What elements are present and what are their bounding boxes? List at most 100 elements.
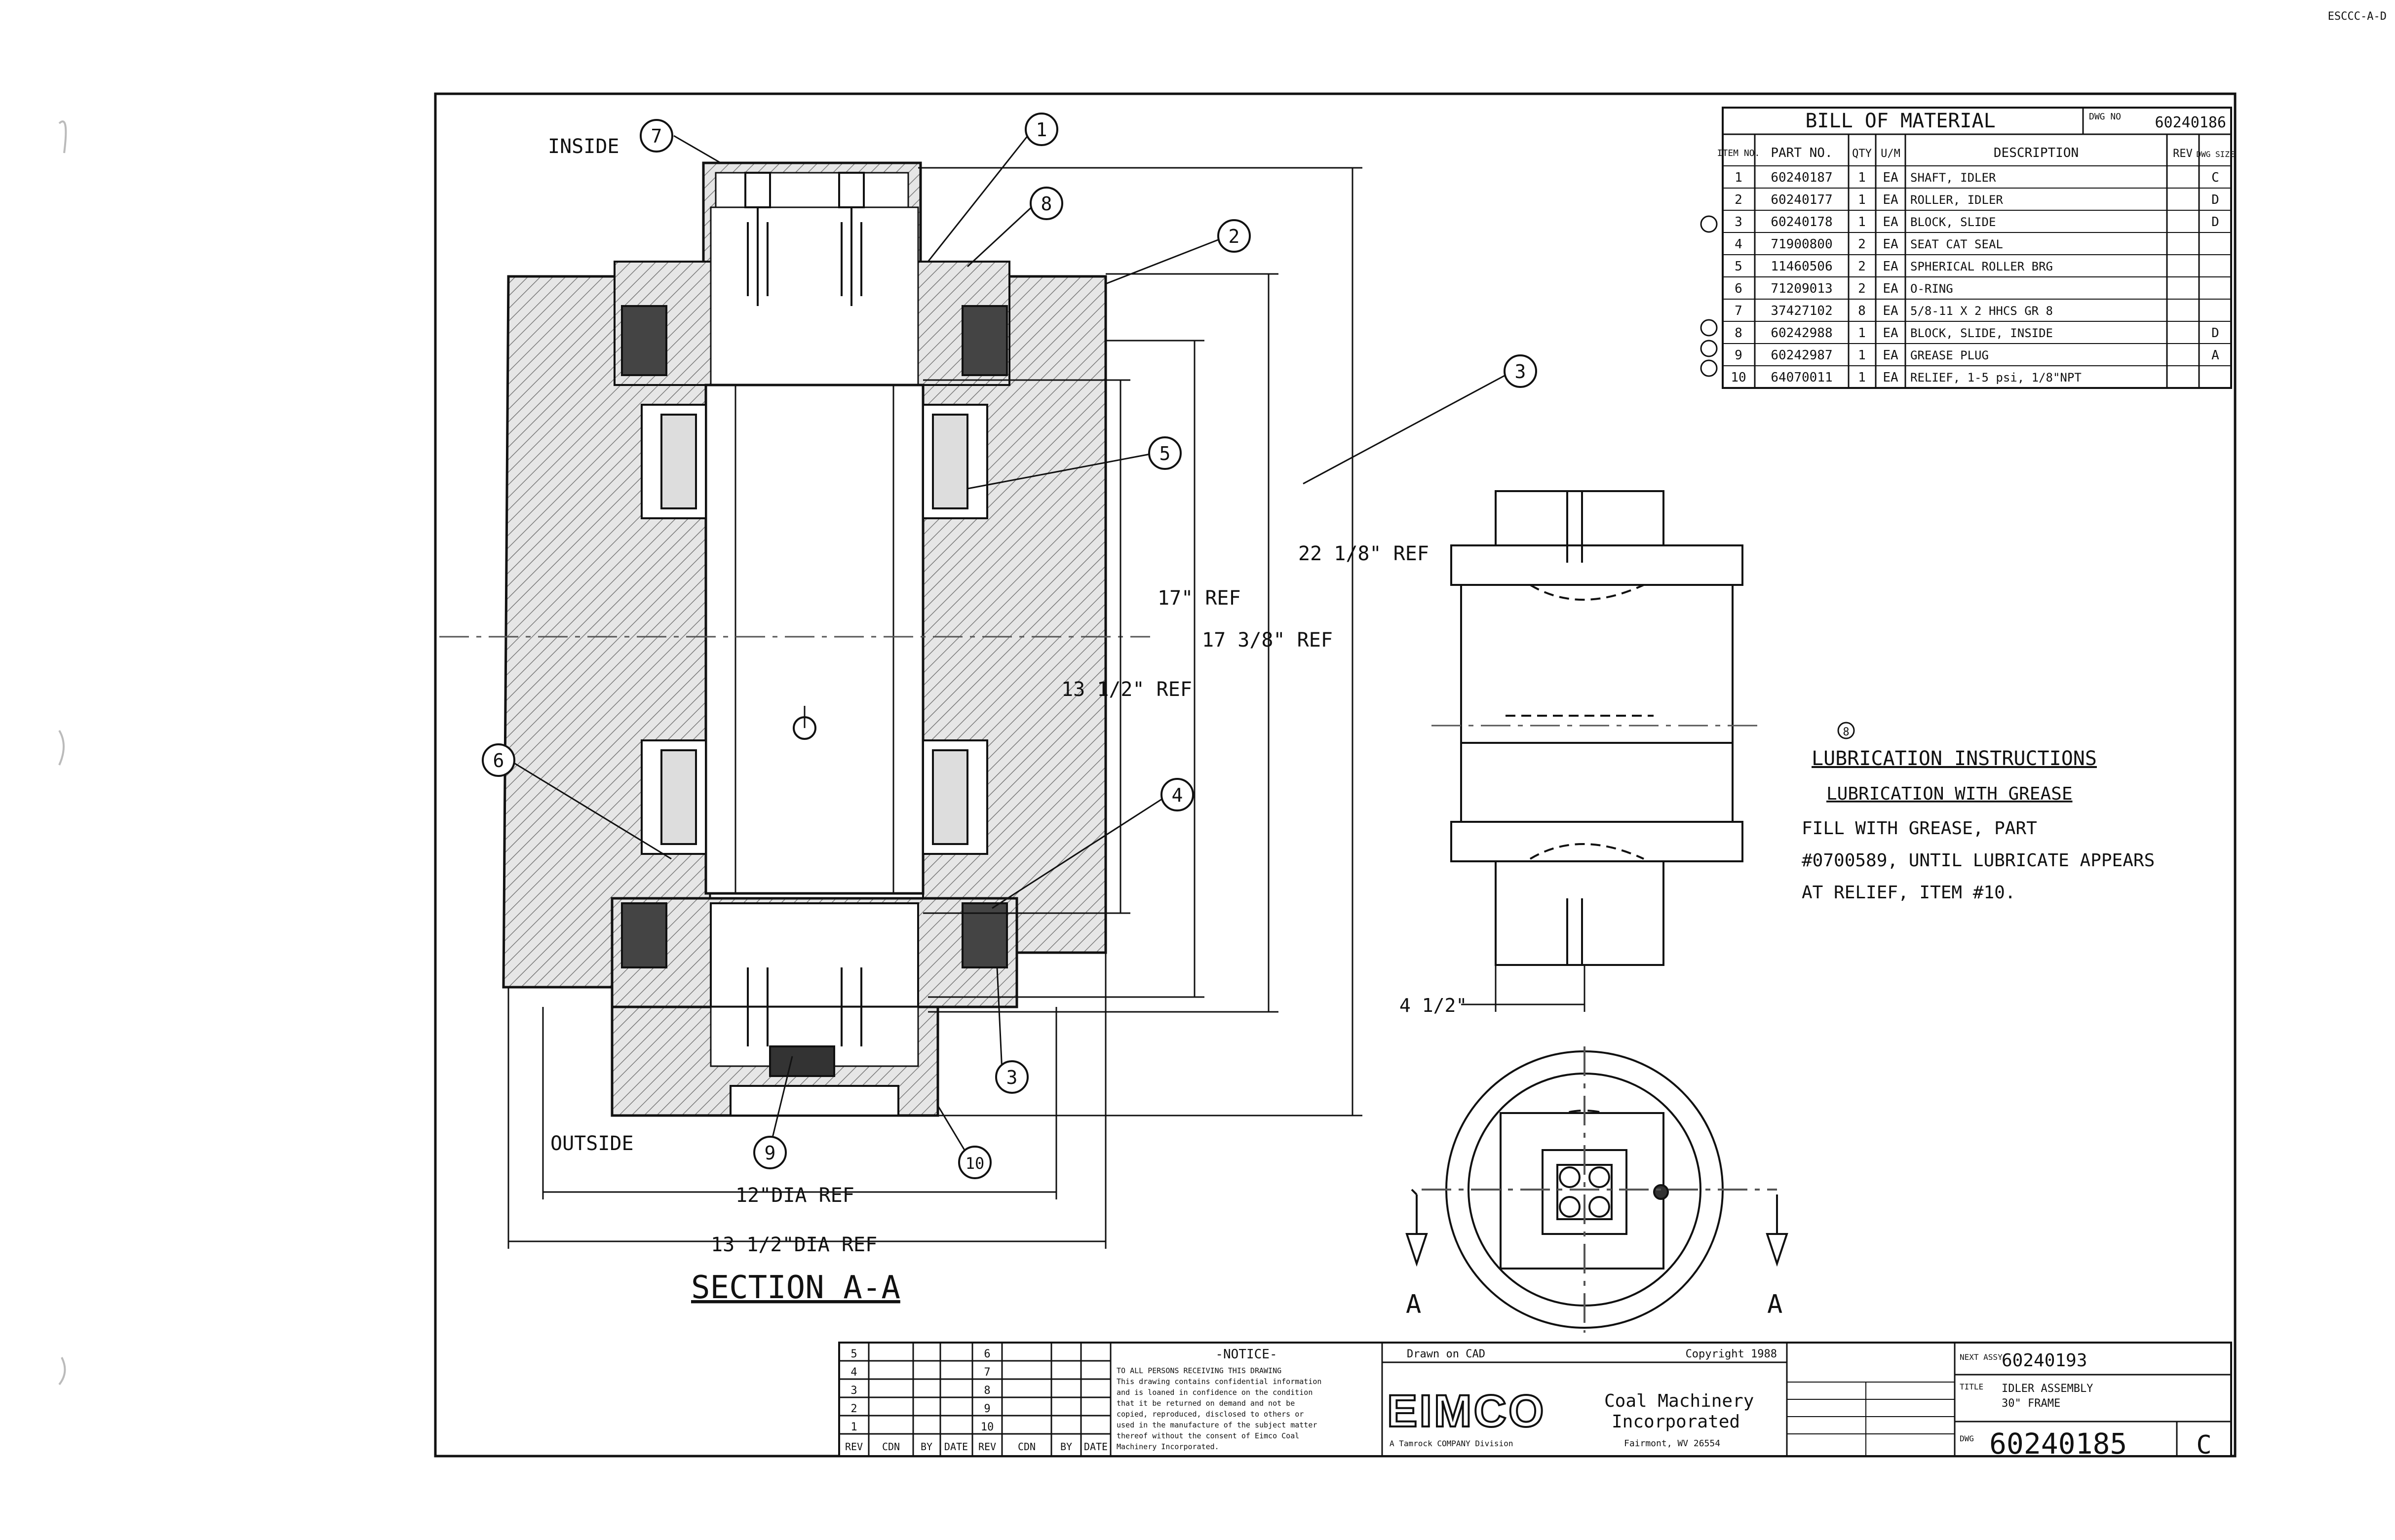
- bottom-seals: [621, 902, 1008, 968]
- bom-cell: EA: [1883, 326, 1898, 341]
- svg-text:8: 8: [1041, 193, 1052, 215]
- notice-line-5: copied, reproduced, disclosed to others …: [1117, 1410, 1304, 1419]
- bom-cell: 1: [1858, 170, 1866, 185]
- svg-text:3: 3: [1006, 1067, 1018, 1088]
- title-line-1: IDLER ASSEMBLY: [2002, 1383, 2093, 1395]
- dimension-lines: [507, 167, 1506, 1249]
- lube-subtitle: LUBRICATION WITH GREASE: [1826, 784, 2073, 804]
- rev-h-7: BY: [1060, 1441, 1072, 1453]
- drawn-on-cad: Drawn on CAD: [1407, 1348, 1485, 1360]
- svg-text:6: 6: [493, 750, 504, 771]
- bom-cell: 37427102: [1771, 304, 1832, 318]
- lube-line-3: AT RELIEF, ITEM #10.: [1802, 883, 2015, 903]
- svg-text:10: 10: [966, 1154, 985, 1173]
- corner-code: ESCCC-A-D: [2328, 10, 2387, 23]
- lubrication-instructions: 8 LUBRICATION INSTRUCTIONS LUBRICATION W…: [1802, 722, 2155, 903]
- balloons: 7 1 8 2 3 5 6 4 3 9 10: [482, 113, 1537, 1179]
- balloon-9: 9: [753, 1136, 787, 1169]
- bom-cell: 7: [1735, 304, 1742, 318]
- section-marker-left: A: [1406, 1290, 1421, 1319]
- side-view: [1431, 490, 1757, 1012]
- notice-line-8: Machinery Incorporated.: [1117, 1442, 1219, 1451]
- bom-cell: 8: [1858, 304, 1866, 318]
- svg-text:9: 9: [765, 1142, 776, 1164]
- section-marker-right: A: [1767, 1290, 1782, 1319]
- svg-text:4: 4: [1172, 784, 1183, 806]
- bom-cell: EA: [1883, 304, 1898, 318]
- bom-cell: 60242988: [1771, 326, 1832, 341]
- bom-cell: 8: [1735, 326, 1742, 341]
- svg-text:1: 1: [1036, 119, 1047, 141]
- bom-cell: 60240187: [1771, 170, 1832, 185]
- bom-cell: 1: [1858, 192, 1866, 207]
- notice-line-2: This drawing contains confidential infor…: [1117, 1377, 1321, 1386]
- bom-cell: 2: [1858, 259, 1866, 274]
- bom-cell: 64070011: [1771, 370, 1832, 385]
- bom-cell: O-RING: [1910, 282, 1953, 296]
- bom-rev-markers: [1700, 215, 1718, 377]
- company-line-2: Incorporated: [1612, 1412, 1740, 1432]
- upper-bearing: [641, 404, 988, 519]
- outside-label: OUTSIDE: [550, 1132, 634, 1155]
- rev-mark-8: 8: [984, 1385, 990, 1397]
- rev-h-2: CDN: [882, 1441, 900, 1453]
- lube-line-1: FILL WITH GREASE, PART: [1802, 818, 2037, 839]
- bom-cell: 2: [1858, 281, 1866, 296]
- svg-text:2: 2: [1229, 226, 1240, 247]
- bom-cell: 2: [1735, 192, 1742, 207]
- leader-lines: [513, 130, 1220, 1155]
- bom-cell: 10: [1731, 370, 1746, 385]
- bom-cell: D: [2211, 215, 2219, 230]
- next-assy: 60240193: [2002, 1350, 2087, 1371]
- scan-artifacts: [58, 120, 67, 1386]
- lube-line-2: #0700589, UNTIL LUBRICATE APPEARS: [1802, 850, 2155, 871]
- title-label: TITLE: [1960, 1382, 1983, 1391]
- bom-cell: 60240178: [1771, 215, 1832, 230]
- bom-title: BILL OF MATERIAL: [1805, 110, 1995, 132]
- svg-text:8: 8: [1843, 726, 1849, 738]
- balloon-2: 2: [1217, 219, 1251, 253]
- section-title: SECTION A-A: [691, 1270, 900, 1306]
- balloon-10: 10: [958, 1146, 992, 1179]
- bom-cell: 11460506: [1771, 259, 1832, 274]
- bom-h-item: ITEM NO.: [1717, 148, 1760, 158]
- bom-cell: SHAFT, IDLER: [1910, 171, 1996, 185]
- bom-cell: D: [2211, 192, 2219, 207]
- company-line-3: Fairmont, WV 26554: [1624, 1438, 1720, 1449]
- bom-cell: 71900800: [1771, 237, 1832, 252]
- rev-mark-9: 9: [984, 1403, 990, 1415]
- bom-cell: 1: [1858, 326, 1866, 341]
- idler-shaft: [704, 384, 925, 895]
- rev-h-8: DATE: [1084, 1441, 1108, 1453]
- notice-line-7: thereof without the consent of Eimco Coa…: [1117, 1431, 1299, 1440]
- bom-cell: SPHERICAL ROLLER BRG: [1910, 260, 2053, 273]
- bom-cell: EA: [1883, 370, 1898, 385]
- bom-dwg-label: DWG NO: [2089, 112, 2121, 122]
- rev-h-6: CDN: [1018, 1441, 1036, 1453]
- bom-cell: 6: [1735, 281, 1742, 296]
- notice-line-4: that it be returned on demand and not be: [1117, 1399, 1295, 1408]
- bottom-bolts: [730, 967, 899, 1116]
- bom-h-qty: QTY: [1852, 148, 1872, 160]
- copyright: Copyright 1988: [1686, 1348, 1777, 1360]
- title-line-2: 30" FRAME: [2002, 1397, 2060, 1410]
- bom-cell: ROLLER, IDLER: [1910, 193, 2003, 207]
- rev-mark-5: 5: [850, 1348, 857, 1360]
- bom-cell: 3: [1735, 215, 1742, 230]
- bom-h-desc: DESCRIPTION: [1994, 146, 2079, 160]
- balloon-7: 7: [640, 119, 673, 153]
- svg-text:7: 7: [651, 125, 662, 147]
- bom-cell: BLOCK, SLIDE, INSIDE: [1910, 326, 2053, 340]
- balloon-4: 4: [1160, 778, 1194, 811]
- bom-cell: 9: [1735, 348, 1742, 363]
- bom-cell: 1: [1858, 370, 1866, 385]
- bom-cell: 1: [1858, 348, 1866, 363]
- rev-h-4: DATE: [944, 1441, 968, 1453]
- bom-cell: EA: [1883, 170, 1898, 185]
- bom-h-part: PART NO.: [1771, 146, 1832, 160]
- company-line-1: Coal Machinery: [1604, 1391, 1754, 1411]
- bom-cell: EA: [1883, 215, 1898, 230]
- bom-h-rev: REV: [2173, 148, 2193, 160]
